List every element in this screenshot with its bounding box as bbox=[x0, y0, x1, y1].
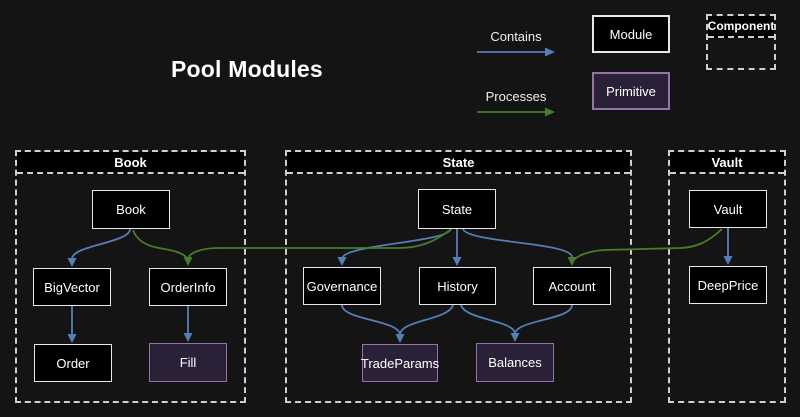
node-book-label: Book bbox=[116, 202, 146, 217]
node-balances: Balances bbox=[476, 343, 554, 382]
legend-module-box: Module bbox=[592, 15, 670, 53]
node-orderinfo: OrderInfo bbox=[149, 268, 227, 306]
diagram-title: Pool Modules bbox=[171, 56, 323, 82]
legend-contains-label: Contains bbox=[490, 29, 542, 44]
edge-history-tradeparams bbox=[399, 304, 454, 336]
node-vault-label: Vault bbox=[713, 201, 743, 217]
node-state-label: State bbox=[441, 201, 473, 217]
edge-state-orderinfo bbox=[187, 229, 451, 259]
legend-component-box: Component bbox=[706, 14, 776, 70]
section-book-title: Book bbox=[17, 152, 244, 174]
node-history: History bbox=[419, 267, 496, 305]
legend-module-label: Module bbox=[609, 26, 653, 42]
node-governance-label: Governance bbox=[306, 278, 378, 294]
edge-state-governance bbox=[341, 228, 452, 260]
section-state-title: State bbox=[287, 152, 630, 174]
node-bigvector: BigVector bbox=[33, 268, 111, 306]
node-fill: Fill bbox=[149, 343, 227, 382]
node-governance: Governance bbox=[303, 267, 381, 305]
legend-processes-arrow bbox=[477, 107, 555, 117]
node-order: Order bbox=[34, 344, 112, 382]
node-tradeparams: TradeParams bbox=[360, 344, 440, 382]
node-bigvector-label: BigVector bbox=[44, 279, 100, 295]
node-tradeparams-label: TradeParams bbox=[360, 355, 440, 371]
node-fill-label: Fill bbox=[179, 355, 197, 370]
node-history-label: History bbox=[437, 278, 478, 294]
legend-primitive-label: Primitive bbox=[606, 83, 656, 99]
section-vault: Vault bbox=[668, 150, 786, 403]
node-vault: Vault bbox=[689, 190, 767, 228]
section-book: Book bbox=[15, 150, 246, 403]
section-state: State bbox=[285, 150, 632, 403]
legend-processes-label: Processes bbox=[485, 89, 547, 104]
legend-contains-arrow bbox=[477, 47, 555, 57]
node-book: Book bbox=[92, 190, 170, 229]
node-order-label: Order bbox=[56, 355, 90, 371]
legend-primitive-box: Primitive bbox=[592, 72, 670, 110]
processes-edges bbox=[132, 228, 723, 266]
edge-book-orderinfo bbox=[132, 229, 188, 259]
node-balances-label: Balances bbox=[488, 355, 542, 370]
section-vault-title: Vault bbox=[670, 152, 784, 174]
edge-vault-account bbox=[573, 228, 723, 261]
node-orderinfo-label: OrderInfo bbox=[160, 279, 216, 295]
edge-governance-tradeparams bbox=[341, 304, 401, 336]
node-deepprice: DeepPrice bbox=[689, 266, 767, 304]
legend-component-label: Component bbox=[708, 16, 774, 38]
edge-account-balances bbox=[514, 304, 573, 335]
node-deepprice-label: DeepPrice bbox=[697, 277, 759, 293]
edge-book-bigvector bbox=[71, 228, 131, 260]
edge-state-account bbox=[462, 228, 573, 258]
node-account-label: Account bbox=[548, 278, 596, 294]
contains-edges bbox=[67, 228, 733, 343]
node-account: Account bbox=[533, 267, 611, 305]
edge-history-balances bbox=[460, 304, 516, 335]
node-state: State bbox=[418, 189, 496, 229]
